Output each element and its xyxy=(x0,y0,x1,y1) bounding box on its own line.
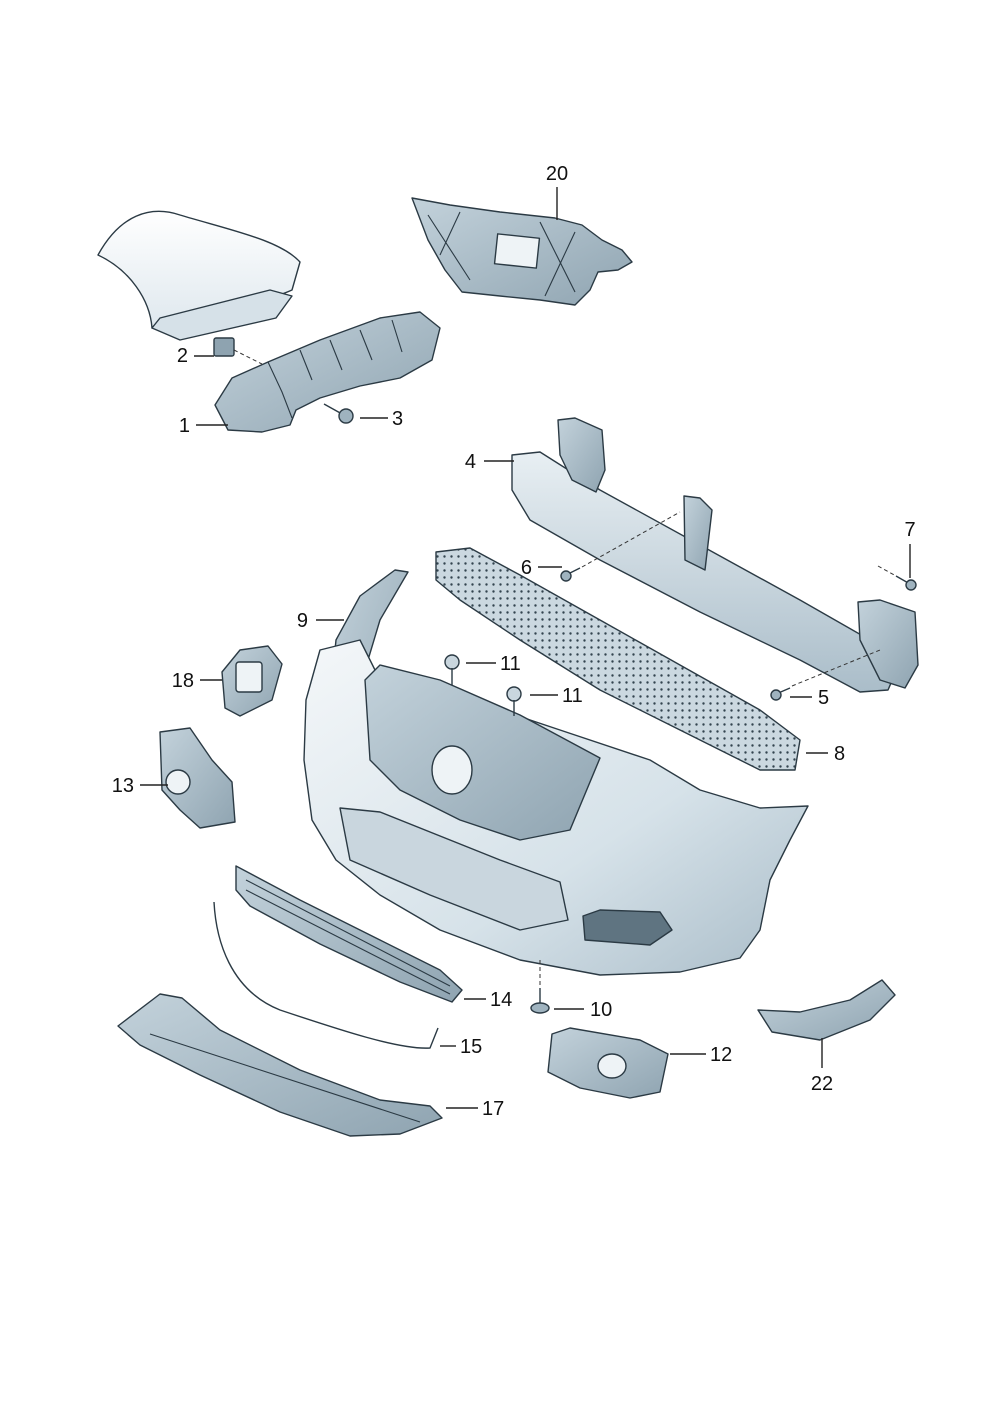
part-11-screw-b xyxy=(506,686,522,716)
part-13-fog-light-housing xyxy=(159,727,236,829)
part-6-screw xyxy=(560,511,681,582)
callout-13: 13 xyxy=(112,775,134,797)
callout-12: 12 xyxy=(710,1044,732,1066)
part-10-clip xyxy=(530,960,550,1014)
part-1-side-bracket xyxy=(214,311,441,433)
callout-11-a: 11 xyxy=(500,653,521,675)
callout-8: 8 xyxy=(834,743,845,765)
part-4-bumper-beam xyxy=(511,417,919,693)
callout-11-b: 11 xyxy=(562,685,583,707)
callout-4: 4 xyxy=(465,451,476,473)
part-17-bracket xyxy=(221,645,283,717)
callout-15: 15 xyxy=(460,1036,482,1058)
callout-3: 3 xyxy=(392,408,403,430)
callout-6: 6 xyxy=(521,557,532,579)
callout-18: 17 xyxy=(482,1098,504,1120)
callout-5: 5 xyxy=(818,687,829,709)
part-14-lower-grille xyxy=(235,865,463,1003)
bumper-cover xyxy=(303,639,809,976)
callout-7: 7 xyxy=(904,519,915,541)
part-11-screw-a xyxy=(444,654,460,685)
part-2-clip-nut xyxy=(213,337,263,365)
fender-part xyxy=(97,210,301,341)
part-15-trim-strip xyxy=(213,901,439,1049)
callout-10: 10 xyxy=(590,999,612,1021)
callout-22: 22 xyxy=(811,1073,833,1095)
leader-lines xyxy=(140,187,911,1109)
part-8-foam-absorber xyxy=(435,547,801,771)
callout-labels: 20 2 3 1 4 6 7 5 8 9 11 11 8 18 13 14 10… xyxy=(112,163,916,1120)
part-20-upper-bracket xyxy=(411,197,633,306)
part-7-screw xyxy=(877,565,917,591)
callout-2: 2 xyxy=(177,345,188,367)
part-5-screw xyxy=(770,649,881,701)
part-3-screw xyxy=(323,403,354,424)
callout-17: 18 xyxy=(172,670,194,692)
part-12-fog-grille xyxy=(547,1027,669,1099)
part-22-trim xyxy=(757,979,896,1041)
callout-1: 1 xyxy=(179,415,190,437)
callout-9-label: 9 xyxy=(297,610,308,632)
callout-14: 14 xyxy=(490,989,512,1011)
callout-20: 20 xyxy=(546,163,568,185)
part-18-underbody-guard xyxy=(117,993,443,1137)
